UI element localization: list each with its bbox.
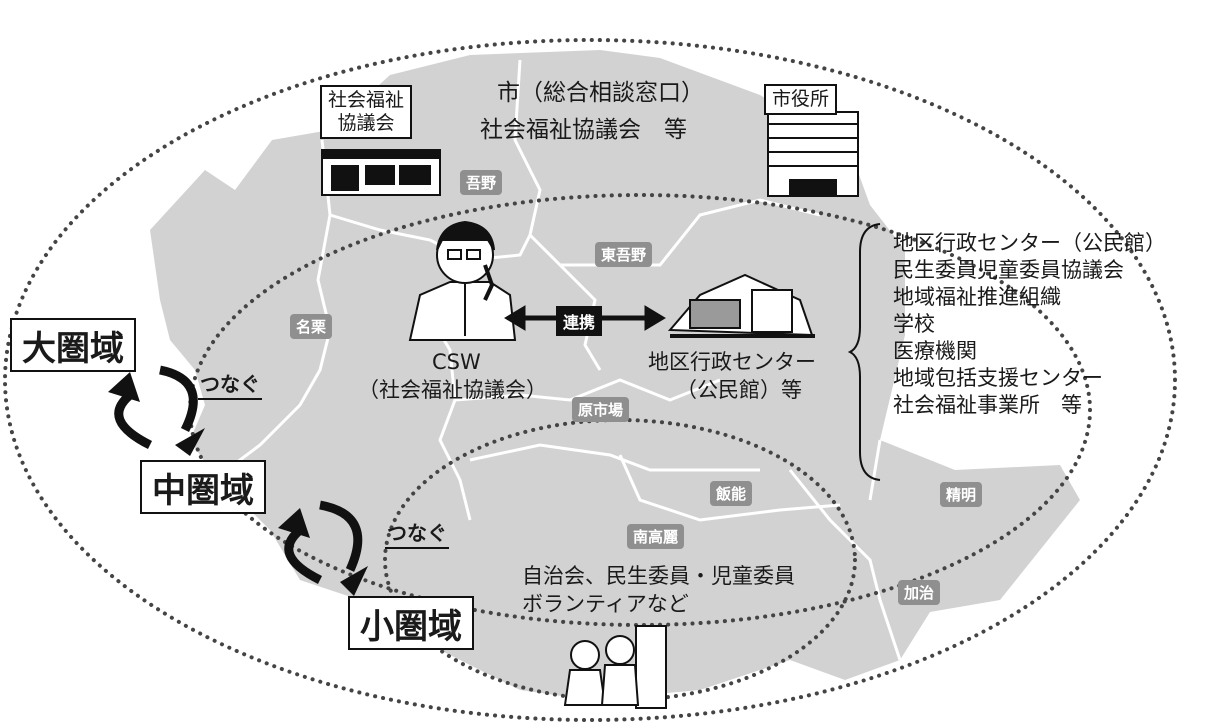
- city-hall-label: 市役所: [764, 84, 838, 115]
- city-hall-icon: [767, 111, 859, 197]
- city-hub-line2: 社会福祉協議会 等: [480, 117, 687, 143]
- area-minami-koma: 南高麗: [627, 524, 685, 549]
- list-item: 医療機関: [893, 339, 977, 363]
- list-item: 地域福祉推進組織: [893, 285, 1061, 309]
- shakyo-label: 社会福祉 協議会: [320, 85, 413, 139]
- csw-title: CSW: [432, 350, 481, 374]
- area-hanno: 飯能: [710, 481, 753, 506]
- csw-subtitle: （社会福祉協議会）: [358, 378, 547, 402]
- ring-large: [3, 38, 1177, 722]
- cycle-arrowheads: [108, 372, 368, 596]
- area-kaji: 加治: [898, 580, 941, 605]
- connect-label-lower: つなぐ: [385, 517, 449, 549]
- cooperation-label: 連携: [556, 306, 603, 336]
- city-hub-line1: 市（総合相談窓口）: [497, 80, 704, 106]
- middle-sphere-list: 地区行政センター（公民館） 民生委員児童委員協議会 地域福祉推進組織 学校 医療…: [893, 230, 1166, 419]
- list-item: 地区行政センター（公民館）: [893, 231, 1166, 255]
- middle-sphere-box: 中圏域: [140, 460, 266, 514]
- district-center-subtitle: （公民館）等: [676, 378, 802, 402]
- cycle-arrows: [114, 365, 363, 585]
- area-haraichiba: 原市場: [572, 397, 630, 422]
- shakyo-label-line1: 社会福祉: [328, 89, 405, 111]
- district-center-icon: [667, 273, 815, 338]
- list-item: 社会福祉事業所 等: [893, 393, 1082, 417]
- shakyo-building-icon: [321, 149, 441, 196]
- list-item: 地域包括支援センター: [893, 366, 1103, 390]
- residents-icon: [563, 625, 667, 709]
- area-naguri: 名栗: [290, 314, 333, 339]
- csw-person-icon: [408, 220, 517, 341]
- area-seimei: 精明: [940, 482, 983, 507]
- list-brace: [848, 223, 881, 481]
- small-sphere-line2: ボランティアなど: [522, 592, 689, 616]
- large-sphere-box: 大圏域: [10, 318, 136, 372]
- list-item: 民生委員児童委員協議会: [893, 258, 1124, 282]
- list-item: 学校: [893, 312, 935, 336]
- connect-label-upper: つなぐ: [198, 368, 262, 400]
- shakyo-label-line2: 協議会: [337, 111, 395, 134]
- area-agano: 吾野: [460, 170, 503, 195]
- district-center-title: 地区行政センター: [648, 350, 816, 374]
- small-sphere-line1: 自治会、民生委員・児童委員: [522, 564, 795, 588]
- small-sphere-box: 小圏域: [348, 596, 474, 650]
- area-higashi-agano: 東吾野: [595, 242, 653, 267]
